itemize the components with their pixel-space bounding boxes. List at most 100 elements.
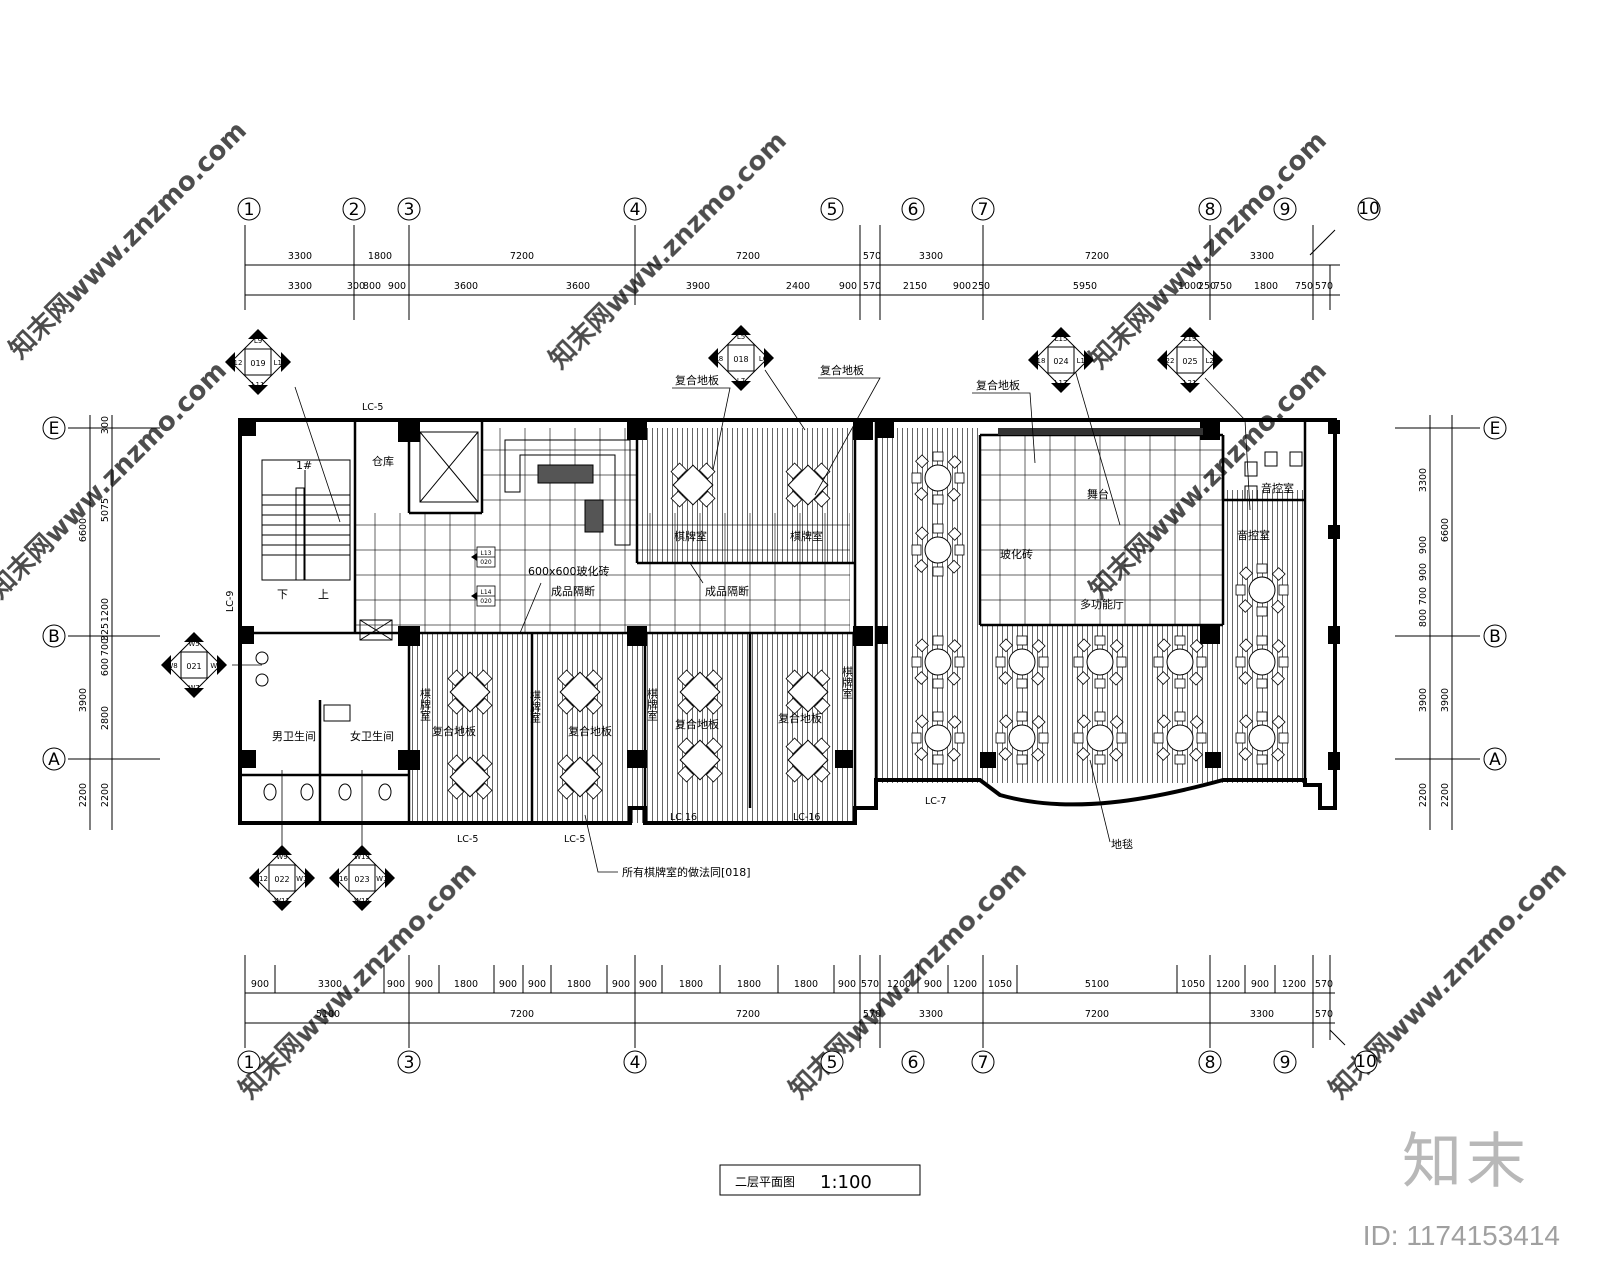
material-labels: 复合地板 复合地板 复合地板 600x600玻化砖 玻化砖 地毯 复合地板 复合… [432, 363, 1133, 879]
room-labels: 仓库 1# 下 上 男卫生间 女卫生间 棋牌室 棋牌室 舞台 音控室 多功能厅 … [272, 454, 1294, 743]
dim-label: 5100 [1085, 979, 1109, 990]
room-sound: 音控室 [1237, 528, 1270, 542]
symbol-id: 019 [250, 359, 265, 368]
dim-label: 900 [839, 281, 857, 292]
dim-label: 3300 [919, 251, 943, 262]
grid-label: 3 [404, 200, 415, 220]
dim-label: 3300 [1418, 468, 1429, 492]
dim-label: 1000 [1178, 281, 1202, 292]
dim-label: 1200 [887, 979, 911, 990]
symbol-tag: L21 [1184, 379, 1197, 387]
dim-label: 5950 [1073, 281, 1097, 292]
bottom-dimensions [244, 955, 1346, 1048]
stage-backdrop [998, 428, 1203, 435]
room-storage: 仓库 [372, 454, 394, 468]
section-id: L14 [481, 589, 492, 596]
material-floor: 复合地板 [675, 373, 719, 387]
window-label: LC-9 [225, 591, 236, 612]
top-dimensions [244, 225, 1340, 320]
material-floor: 复合地板 [432, 724, 476, 738]
material-tile-stage: 玻化砖 [1000, 547, 1033, 561]
grid-label: A [48, 750, 60, 770]
symbol-tag: L18 [1033, 357, 1046, 365]
symbol-tag: L17 [1055, 379, 1068, 387]
grid-label: 8 [1205, 200, 1216, 220]
material-floor: 复合地板 [976, 378, 1020, 392]
row-grid [68, 415, 1480, 830]
dim-label: 2800 [100, 706, 111, 730]
dim-label: 1800 [368, 251, 392, 262]
dim-label: 1800 [454, 979, 478, 990]
control-room-furniture [1244, 451, 1303, 501]
drawing-title: 二层平面图 1:100 [719, 1164, 921, 1196]
symbol-tag: W15 [354, 897, 370, 905]
grid-label: 5 [827, 1053, 838, 1073]
elevation-symbol-024: 024 L15 L16 L17 L18 [1027, 326, 1095, 394]
dim-label: 570 [1315, 1009, 1333, 1020]
symbol-tag: L8 [715, 355, 723, 363]
dim-label: 750 [1214, 281, 1232, 292]
dim-label: 700 [100, 638, 111, 656]
grid-label: B [48, 627, 60, 647]
stair-up: 上 [318, 588, 329, 601]
dim-label: 1200 [100, 598, 111, 622]
dim-label: 7200 [736, 251, 760, 262]
dim-label: 800 [1418, 609, 1429, 627]
dim-label: 300 [347, 281, 365, 292]
dim-label: 900 [499, 979, 517, 990]
material-floor: 复合地板 [568, 724, 612, 738]
grid-label: 6 [908, 1053, 919, 1073]
dim-label: 1800 [567, 979, 591, 990]
symbol-tag: L11 [252, 381, 265, 389]
symbol-tag: L20 [1206, 357, 1219, 365]
grid-label: 10 [1358, 199, 1380, 219]
dim-label: 800 [363, 281, 381, 292]
grid-label: 4 [630, 200, 641, 220]
grid-label: 10 [1355, 1052, 1377, 1072]
bottom-grid-bubbles [237, 1050, 1378, 1074]
dim-label: 2400 [786, 281, 810, 292]
dim-label: 7200 [1085, 1009, 1109, 1020]
symbol-tag: L9 [254, 337, 262, 345]
section-id: L13 [481, 550, 492, 557]
symbol-id: 018 [733, 355, 748, 364]
lobby-sofa [504, 439, 631, 546]
material-tile: 600x600玻化砖 [528, 564, 610, 578]
dim-label: 7200 [510, 1009, 534, 1020]
dim-label: 1050 [1181, 979, 1205, 990]
symbol-tag: L12 [230, 359, 243, 367]
dim-label: 570 [863, 1009, 881, 1020]
dim-label: 1200 [1282, 979, 1306, 990]
dim-label: 900 [251, 979, 269, 990]
dim-label: 570 [1315, 979, 1333, 990]
dim-label: 300 [100, 416, 111, 434]
dim-label: 2200 [78, 783, 89, 807]
dim-label: 3300 [1250, 1009, 1274, 1020]
section-mark-l14: L14 020 [471, 585, 496, 607]
symbol-tag: W5 [188, 640, 199, 648]
elevation-symbol-025: 025 L19 L20 L21 L22 [1156, 326, 1224, 394]
symbol-tag: W9 [276, 853, 287, 861]
window-label: LC-7 [925, 796, 946, 807]
floor-hall-left [876, 428, 980, 783]
dim-label: 2200 [1440, 783, 1451, 807]
room-chess-v3: 棋牌室 [646, 687, 659, 721]
material-floor: 复合地板 [778, 711, 822, 725]
watermark: 知末网www.znzmo.com [4, 116, 253, 365]
dim-label: 900 [612, 979, 630, 990]
symbol-tag: L19 [1184, 335, 1197, 343]
room-chess-v2: 棋牌室 [529, 689, 542, 723]
dim-label: 325 [100, 623, 111, 641]
symbol-tag: W8 [166, 662, 177, 670]
symbol-tag: L10 [274, 359, 287, 367]
symbol-tag: W7 [188, 684, 199, 692]
window-label: LC-5 [457, 834, 478, 845]
dim-label: 570 [863, 251, 881, 262]
dim-label: 900 [639, 979, 657, 990]
room-womens-wc: 女卫生间 [350, 729, 394, 743]
symbol-tag: W14 [376, 875, 392, 883]
symbol-tag: W16 [332, 875, 348, 883]
dim-label: 700 [1418, 587, 1429, 605]
bottom-dimension-labels: 900 3300 900 900 1800 900 900 1800 900 9… [251, 979, 1333, 1020]
dim-label: 900 [387, 979, 405, 990]
